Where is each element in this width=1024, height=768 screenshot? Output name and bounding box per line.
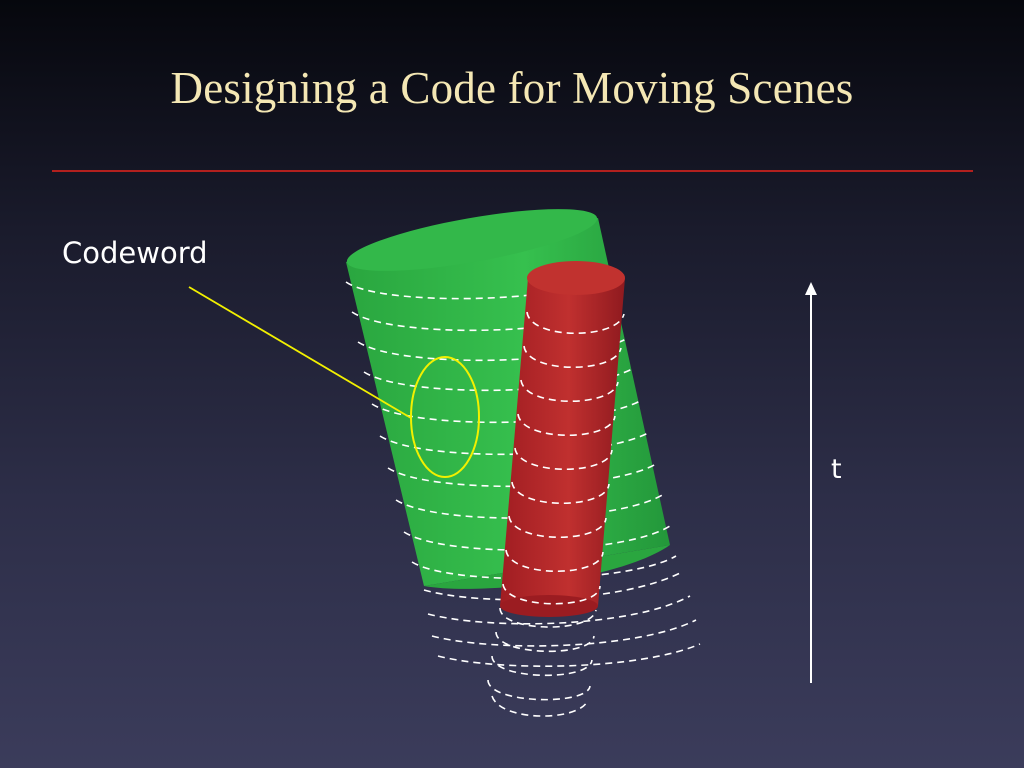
red-time-slices <box>502 311 625 605</box>
red-slice-ghost <box>491 655 593 677</box>
green-cylinder-top <box>346 209 598 271</box>
arrow-up-icon <box>805 282 817 295</box>
red-slice <box>517 413 616 436</box>
green-slice-ghost <box>437 643 701 667</box>
green-slice <box>379 431 651 456</box>
codeword-ring <box>410 356 480 478</box>
codeword-label: Codeword <box>62 236 208 270</box>
red-cylinder-body <box>500 278 625 606</box>
slide-title: Designing a Code for Moving Scenes <box>170 63 854 113</box>
red-slice-ghost <box>487 679 591 701</box>
green-slice-ghost <box>427 595 691 625</box>
green-slice-ghost <box>431 619 697 647</box>
green-slice <box>363 367 635 392</box>
red-slice <box>520 379 619 402</box>
green-slice <box>411 555 677 580</box>
codeword-pointer <box>188 286 412 419</box>
time-axis-label: t <box>831 454 842 485</box>
red-cylinder <box>500 261 625 617</box>
red-slice-ghost <box>495 631 595 653</box>
time-axis <box>805 282 817 683</box>
red-cylinder-bottom <box>500 595 598 617</box>
red-slice <box>526 311 625 335</box>
red-cylinder-top <box>527 261 625 295</box>
past-time-slices <box>423 571 701 717</box>
title-divider <box>52 170 973 172</box>
green-slice <box>357 337 629 362</box>
red-slice-ghost <box>491 695 589 717</box>
red-slice <box>502 583 601 605</box>
red-slice <box>523 345 622 369</box>
green-slice <box>371 399 643 424</box>
red-slice-ghost <box>499 607 597 628</box>
green-slice-ghost <box>423 571 683 601</box>
